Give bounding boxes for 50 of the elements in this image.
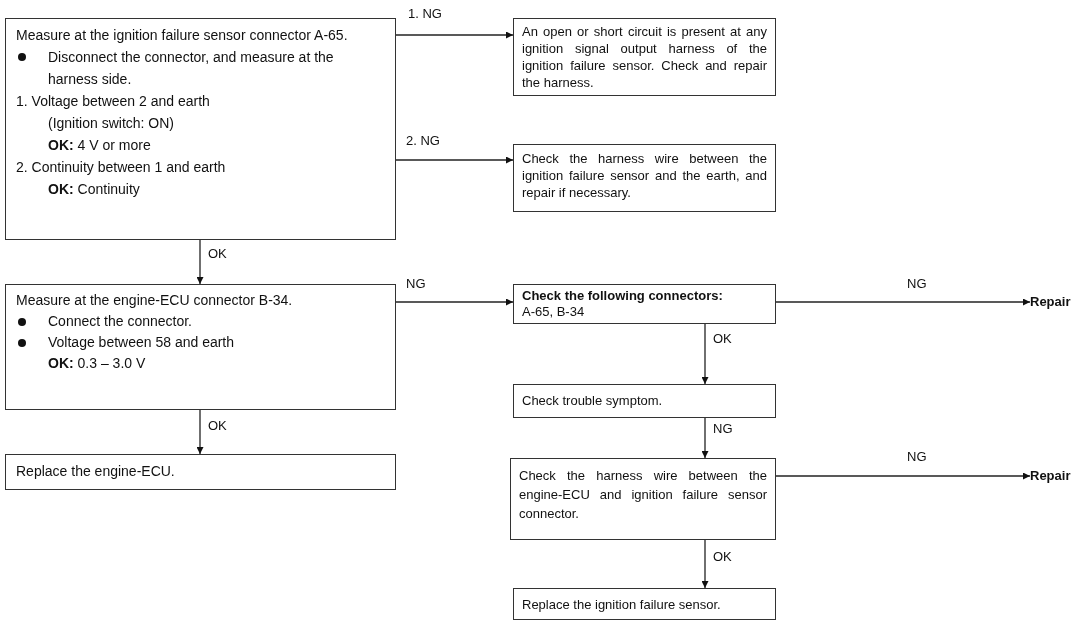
edge-label: 2. NG (404, 133, 442, 148)
step-text: Check the harness wire between the engine-ECU and ignition failure sensor connector. (519, 467, 767, 523)
process-box (513, 18, 776, 96)
process-box (510, 458, 776, 540)
step-text: A-65, B-34 (522, 304, 586, 320)
arrow (775, 472, 1031, 480)
step-heading: Measure at the engine-ECU connector B-34. (16, 291, 294, 310)
numbered-item: 2. Continuity between 1 and earth (16, 158, 227, 177)
step-text: Replace the engine-ECU. (16, 462, 176, 481)
edge-label: NG (711, 421, 735, 436)
step-text: An open or short circuit is present at any ignition signal output harness of the ignition failure sensor. Check and repair the harness. (522, 23, 767, 91)
ok-criterion: OK: Continuity (47, 180, 141, 199)
arrow (701, 323, 709, 385)
numbered-item: 1. Voltage between 2 and earth (16, 92, 211, 111)
edge-label: NG (404, 276, 428, 291)
bullet-item: Disconnect the connector, and measure at the harness side. (48, 48, 335, 89)
process-box (5, 454, 396, 490)
edge-label: NG (905, 449, 929, 464)
ok-criterion: OK: 0.3 – 3.0 V (47, 354, 147, 373)
outcome-text: Repair (1030, 467, 1071, 485)
bullet-item: Voltage between 58 and earth (48, 333, 235, 352)
process-box (513, 588, 776, 620)
step-heading: Measure at the ignition failure sensor connector A-65. (16, 26, 349, 45)
process-box (513, 144, 776, 212)
edge-label: NG (905, 276, 929, 291)
edge-label: OK (206, 246, 229, 261)
process-box (513, 284, 776, 324)
edge-label: OK (711, 331, 734, 346)
arrow (395, 156, 514, 164)
arrow (775, 298, 1031, 306)
edge-label: OK (711, 549, 734, 564)
arrow (701, 539, 709, 589)
step-text: Check trouble symptom. (522, 392, 664, 409)
bullet-item: Connect the connector. (48, 312, 192, 331)
arrow (196, 409, 204, 455)
arrow (395, 31, 514, 39)
process-box (5, 18, 396, 240)
process-box (5, 284, 396, 410)
step-text: Check the harness wire between the ignition failure sensor and the earth, and repair if necessary. (522, 150, 767, 201)
edge-label: 1. NG (406, 6, 444, 21)
step-text: Replace the ignition failure sensor. (522, 596, 722, 613)
ok-criterion: OK: 4 V or more (47, 136, 152, 155)
outcome-text: Repair (1030, 293, 1071, 311)
arrow (196, 239, 204, 285)
item-note: (Ignition switch: ON) (47, 114, 176, 133)
step-heading: Check the following connectors: (522, 288, 724, 304)
arrow (701, 417, 709, 459)
edge-label: OK (206, 418, 229, 433)
process-box (513, 384, 776, 418)
arrow (395, 298, 514, 306)
